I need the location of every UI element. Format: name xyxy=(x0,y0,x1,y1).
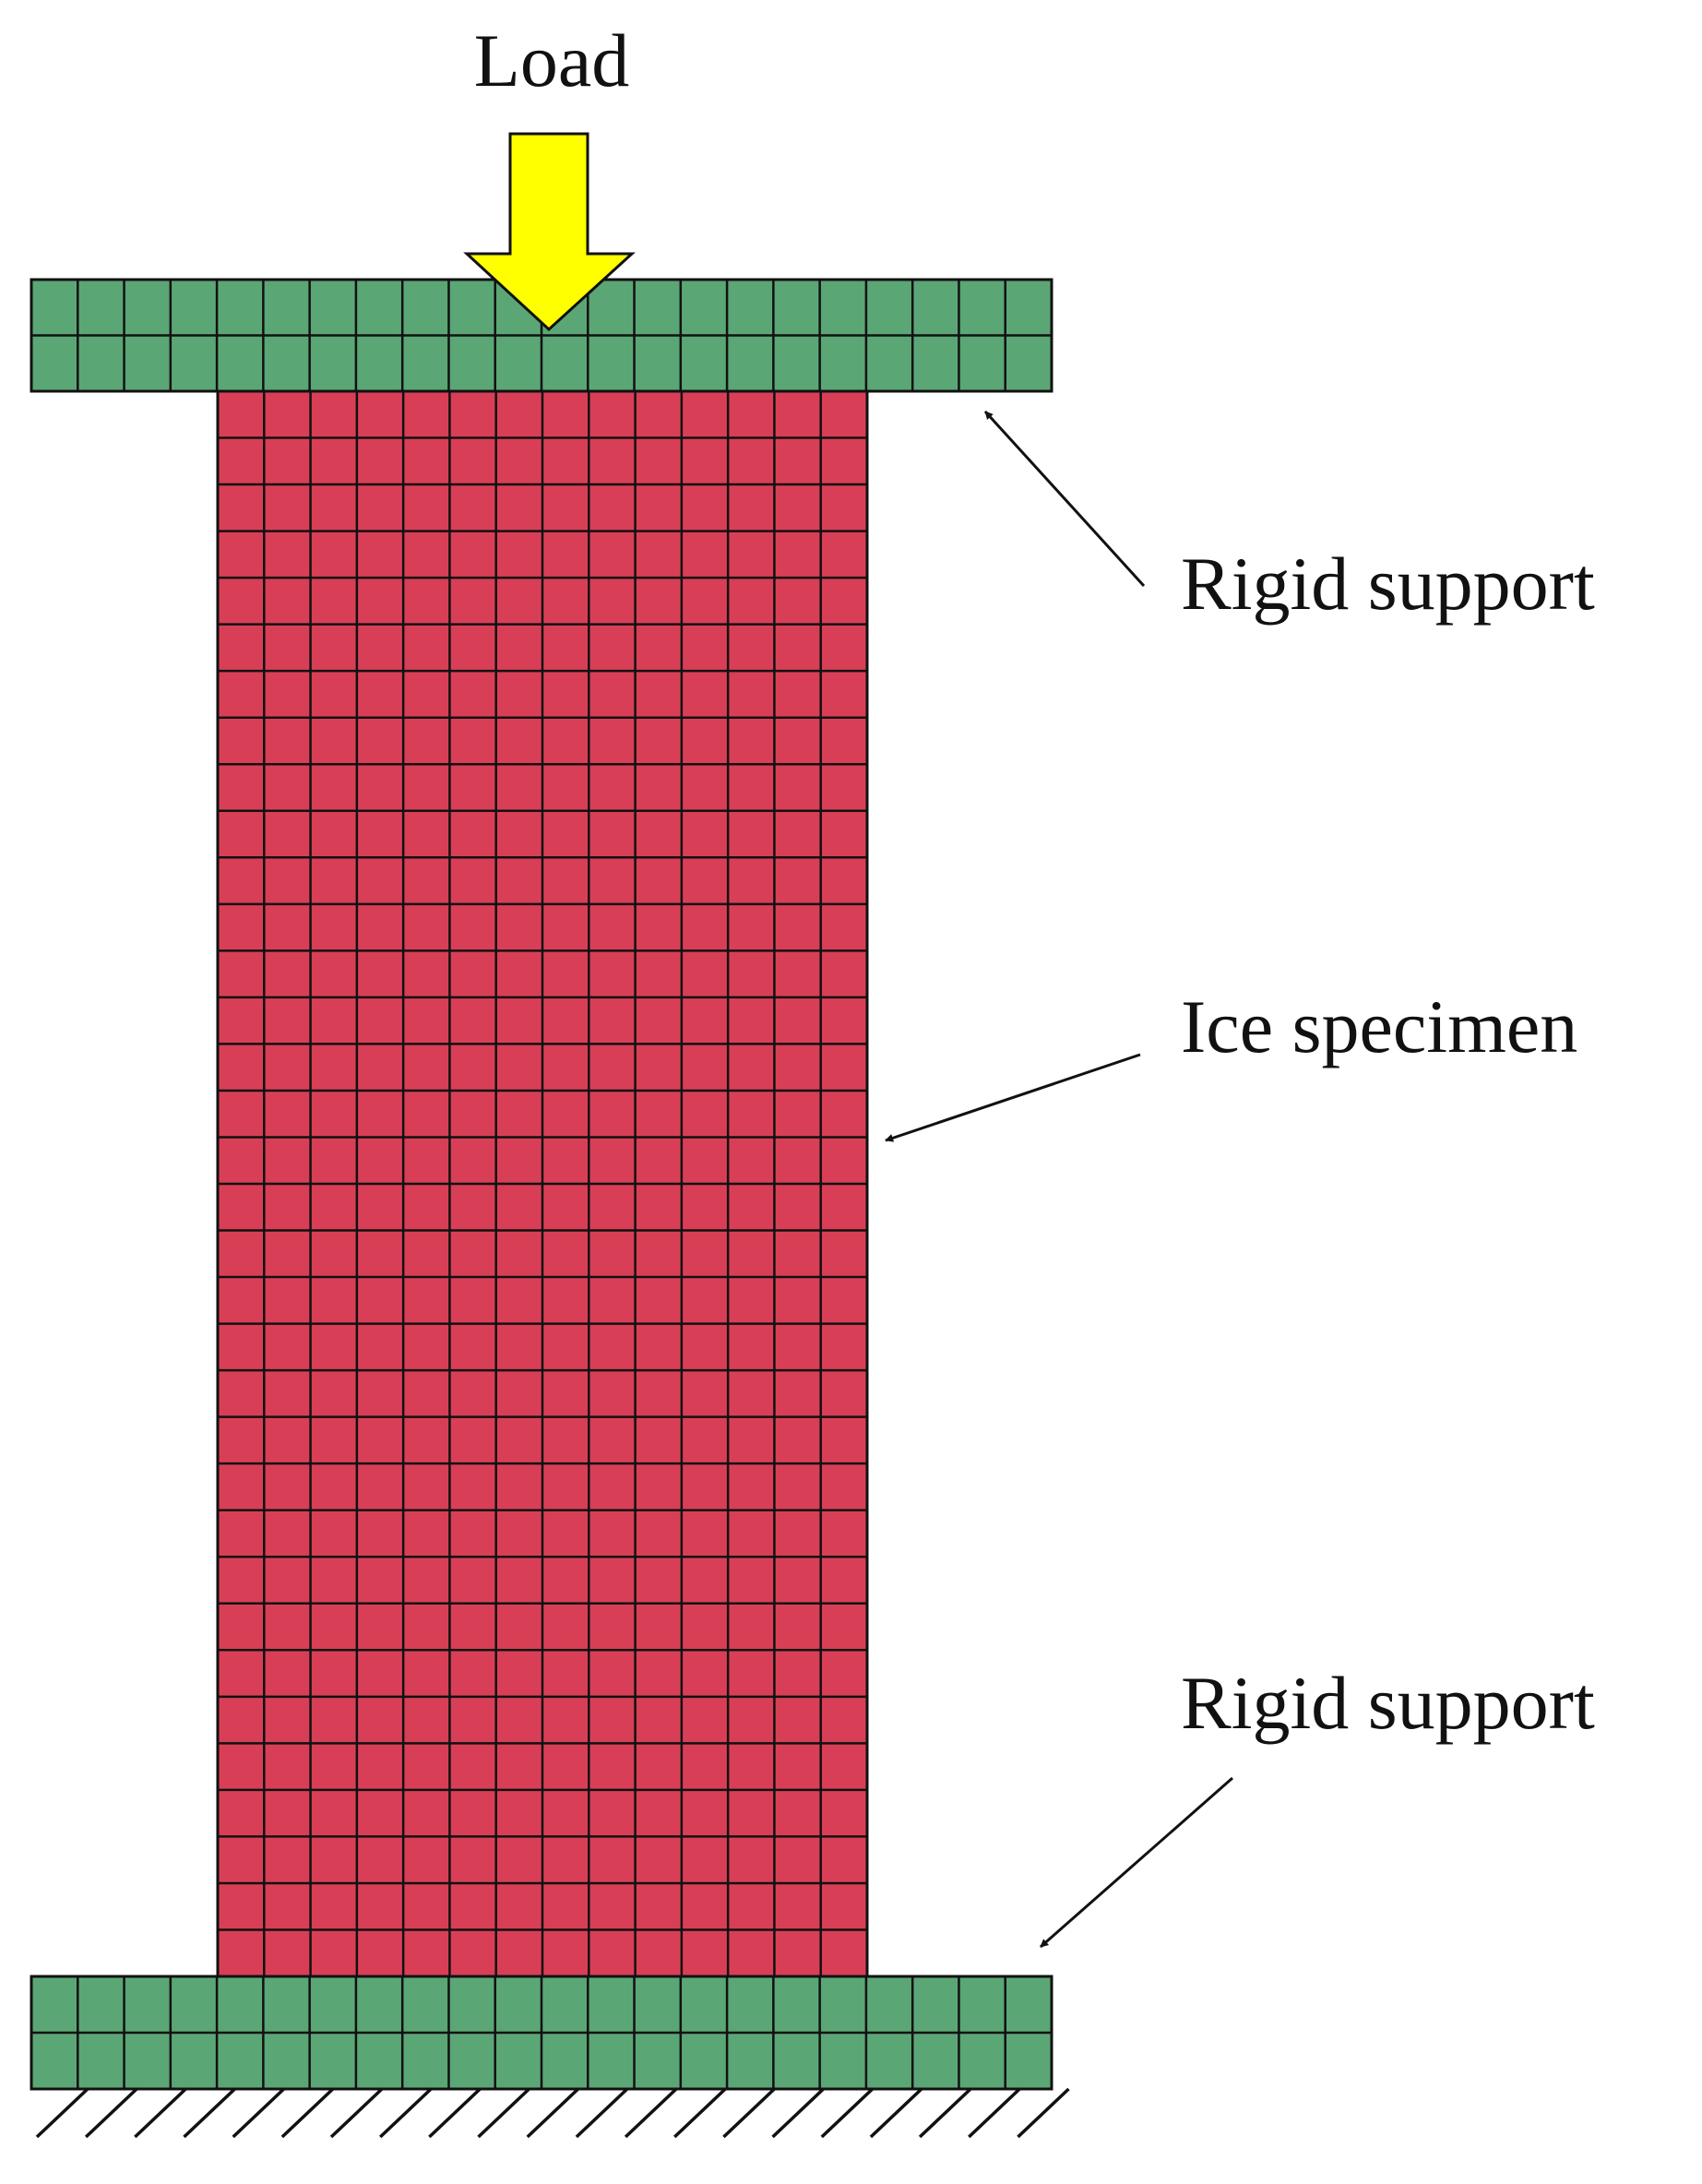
ice-specimen-mesh xyxy=(216,389,869,1978)
hatch-line xyxy=(869,2087,923,2139)
bottom-support-label: Rigid support xyxy=(1181,1661,1595,1745)
hatch-line xyxy=(918,2087,972,2139)
hatch-line xyxy=(428,2087,482,2139)
hatch-line xyxy=(1017,2087,1070,2139)
load-label: Load xyxy=(474,18,629,102)
hatch-line xyxy=(379,2087,433,2139)
load-arrow-icon xyxy=(463,132,636,332)
hatch-line xyxy=(526,2087,579,2139)
top-support-pointer-arrow xyxy=(983,410,1146,588)
fixed-boundary-hatching xyxy=(35,2087,1070,2139)
hatch-line xyxy=(771,2087,825,2139)
hatch-line xyxy=(820,2087,874,2139)
hatch-line xyxy=(35,2087,89,2139)
hatch-line xyxy=(722,2087,776,2139)
hatch-line xyxy=(280,2087,335,2139)
top-support-label: Rigid support xyxy=(1181,542,1595,626)
hatch-line xyxy=(624,2087,678,2139)
hatch-line xyxy=(477,2087,530,2139)
hatch-line xyxy=(673,2087,727,2139)
hatch-line xyxy=(575,2087,629,2139)
hatch-line xyxy=(329,2087,384,2139)
specimen-pointer-arrow xyxy=(885,1053,1141,1142)
bottom-support-pointer-arrow xyxy=(1040,1776,1233,1949)
hatch-line xyxy=(84,2087,138,2139)
hatch-line xyxy=(134,2087,187,2139)
hatch-line xyxy=(968,2087,1021,2139)
specimen-label: Ice specimen xyxy=(1181,985,1577,1068)
hatch-line xyxy=(232,2087,285,2139)
bottom-rigid-support-mesh xyxy=(30,1975,1053,2091)
hatch-line xyxy=(183,2087,236,2139)
